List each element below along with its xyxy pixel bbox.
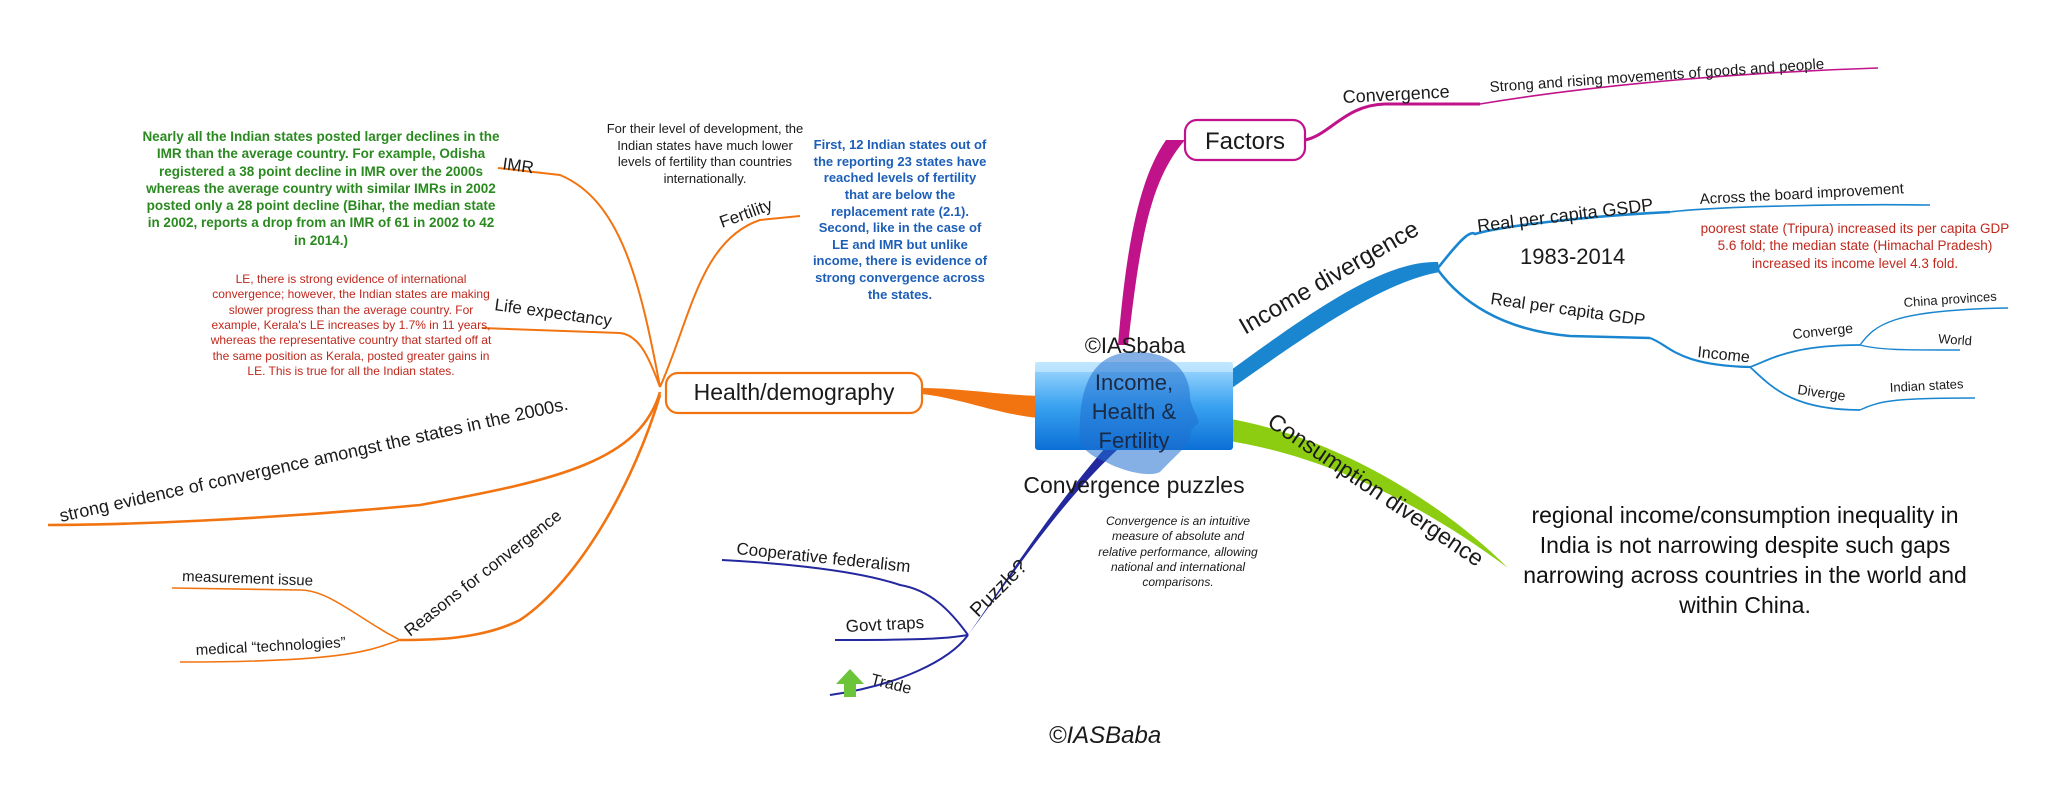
branch-consumption-divergence [1222, 418, 1508, 568]
footer-watermark: ©IASBaba [1048, 722, 1162, 749]
period-label: 1983-2014 [1520, 244, 1625, 269]
fertility-blue-note: First, 12 Indian states out of the repor… [812, 137, 988, 302]
branch-health [922, 388, 1040, 418]
line-china [1859, 307, 2009, 346]
fertility-note: For their level of development, the Indi… [606, 121, 804, 186]
reasons-label: Reasons for convergence [401, 506, 565, 640]
face-profile-icon [1079, 351, 1199, 475]
central-title-line-3: Fertility [1098, 428, 1170, 453]
line-strong-evidence [47, 391, 662, 527]
consumption-note: regional income/consumption inequality i… [1523, 502, 1967, 618]
indian-states-label: Indian states [1889, 376, 1964, 395]
line-life-expectancy [481, 327, 661, 388]
converge-label: Converge [1792, 320, 1854, 342]
central-title-line-1: Income, [1094, 370, 1174, 395]
imr-label: IMR [501, 154, 535, 177]
central-title[interactable]: Income, Health & Fertility [1035, 368, 1233, 455]
line-fertility [659, 215, 801, 388]
income-label: Income [1697, 344, 1751, 366]
line-world [1859, 344, 1961, 351]
govt-traps-label: Govt traps [845, 613, 924, 636]
imr-note: Nearly all the Indian states posted larg… [142, 129, 500, 248]
line-diverge [1749, 366, 1861, 411]
medical-label: medical “technologies” [195, 634, 346, 659]
gsdp-label: Real per capita GSDP [1476, 195, 1654, 236]
health-label: Health/demography [694, 379, 895, 405]
line-measurement [171, 587, 401, 641]
up-arrow-icon [836, 669, 864, 697]
health-box[interactable] [664, 371, 924, 415]
line-convergence-detail [1479, 67, 1879, 105]
line-income [1649, 336, 1751, 369]
life-expectancy-label: Life expectancy [493, 295, 613, 330]
le-note: LE, there is strong evidence of internat… [210, 272, 492, 379]
factors-label: Factors [1205, 128, 1285, 155]
branch-income-divergence [1220, 261, 1440, 395]
line-imr [497, 167, 661, 388]
strong-evidence-label: strong evidence of convergence amongst t… [58, 394, 570, 526]
line-medical [179, 639, 401, 663]
line-converge [1749, 344, 1861, 368]
cooperative-label: Cooperative federalism [736, 539, 912, 576]
line-gsdp [1436, 210, 1671, 269]
tripura-note: poorest state (Tripura) increased its pe… [1700, 221, 2010, 271]
line-cooperative [721, 559, 969, 636]
central-subtitle: Convergence puzzles [1023, 472, 1245, 498]
world-label: World [1938, 331, 1973, 348]
factors-box[interactable] [1183, 118, 1307, 162]
consumption-divergence-label: Consumption divergence [1263, 408, 1488, 572]
central-title-line-2: Health & [1091, 399, 1177, 424]
line-across [1669, 203, 1931, 213]
china-provinces-label: China provinces [1903, 288, 1998, 310]
line-gdp [1436, 269, 1651, 340]
across-label: Across the board improvement [1699, 180, 1905, 208]
line-factors-convergence [1304, 102, 1480, 142]
diverge-label: Diverge [1797, 381, 1847, 404]
central-watermark: ©IASbaba [1084, 333, 1186, 358]
central-node[interactable] [1035, 351, 1233, 475]
branch-factors [1118, 140, 1185, 345]
central-note: Convergence is an intuitive measure of a… [1098, 514, 1258, 590]
line-govt-traps [834, 634, 969, 641]
puzzle-label: Puzzle? [966, 556, 1032, 622]
line-indian-states [1859, 397, 1976, 411]
line-reasons [399, 394, 662, 642]
convergence-detail-label: Strong and rising movements of goods and… [1489, 56, 1825, 96]
measurement-label: measurement issue [182, 568, 313, 590]
